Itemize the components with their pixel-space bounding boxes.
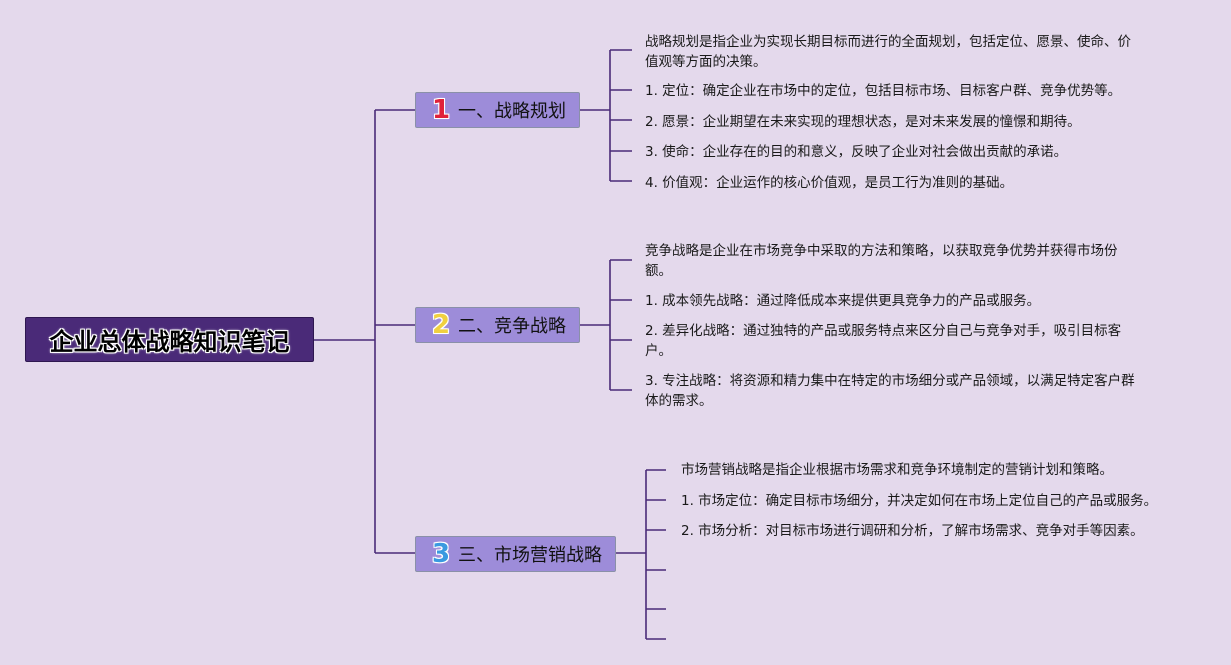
leaf-competitive-overview[interactable]: 竞争战略是企业在市场竞争中采取的方法和策略，以获取竞争优势并获得市场份额。 bbox=[645, 241, 1140, 281]
leaf-differentiation[interactable]: 2. 差异化战略：通过独特的产品或服务特点来区分自己与竞争对手，吸引目标客户。 bbox=[645, 321, 1140, 361]
leaf-strategy-overview[interactable]: 战略规划是指企业为实现长期目标而进行的全面规划，包括定位、愿景、使命、价值观等方… bbox=[645, 32, 1135, 72]
root-title: 企业总体战略知识笔记 bbox=[49, 328, 290, 356]
leaf-text: 4. 价值观：企业运作的核心价值观，是员工行为准则的基础。 bbox=[645, 175, 1014, 191]
leaf-positioning[interactable]: 1. 定位：确定企业在市场中的定位，包括目标市场、目标客户群、竞争优势等。 bbox=[645, 81, 1145, 101]
branch-label: 三、市场营销战略 bbox=[458, 545, 602, 566]
leaf-text: 2. 差异化战略：通过独特的产品或服务特点来区分自己与竞争对手，吸引目标客户。 bbox=[645, 323, 1122, 359]
branch-label: 一、战略规划 bbox=[458, 101, 566, 122]
branch-competitive-strategy[interactable]: 2 二、竞争战略 bbox=[415, 307, 580, 343]
leaf-text: 1. 市场定位：确定目标市场细分，并决定如何在市场上定位自己的产品或服务。 bbox=[681, 493, 1158, 509]
leaf-cost-leadership[interactable]: 1. 成本领先战略：通过降低成本来提供更具竞争力的产品或服务。 bbox=[645, 291, 1145, 311]
root-topic[interactable]: 企业总体战略知识笔记 bbox=[25, 317, 314, 362]
leaf-text: 市场营销战略是指企业根据市场需求和竞争环境制定的营销计划和策略。 bbox=[681, 462, 1113, 478]
leaf-text: 1. 定位：确定企业在市场中的定位，包括目标市场、目标客户群、竞争优势等。 bbox=[645, 83, 1122, 99]
leaf-values[interactable]: 4. 价值观：企业运作的核心价值观，是员工行为准则的基础。 bbox=[645, 173, 1145, 193]
leaf-market-positioning[interactable]: 1. 市场定位：确定目标市场细分，并决定如何在市场上定位自己的产品或服务。 bbox=[681, 491, 1221, 511]
leaf-text: 竞争战略是企业在市场竞争中采取的方法和策略，以获取竞争优势并获得市场份额。 bbox=[645, 243, 1118, 279]
branch-strategy-planning[interactable]: 1 一、战略规划 bbox=[415, 92, 580, 128]
branch-label: 二、竞争战略 bbox=[458, 316, 566, 337]
number-1-icon: 1 bbox=[431, 95, 451, 125]
leaf-text: 1. 成本领先战略：通过降低成本来提供更具竞争力的产品或服务。 bbox=[645, 293, 1041, 309]
number-3-icon: 3 bbox=[431, 539, 451, 569]
leaf-text: 2. 愿景：企业期望在未来实现的理想状态，是对未来发展的憧憬和期待。 bbox=[645, 114, 1081, 130]
leaf-text: 2. 市场分析：对目标市场进行调研和分析，了解市场需求、竞争对手等因素。 bbox=[681, 523, 1144, 539]
leaf-focus[interactable]: 3. 专注战略：将资源和精力集中在特定的市场细分或产品领域，以满足特定客户群体的… bbox=[645, 371, 1140, 411]
leaf-marketing-overview[interactable]: 市场营销战略是指企业根据市场需求和竞争环境制定的营销计划和策略。 bbox=[681, 460, 1221, 480]
leaf-mission[interactable]: 3. 使命：企业存在的目的和意义，反映了企业对社会做出贡献的承诺。 bbox=[645, 142, 1145, 162]
leaf-vision[interactable]: 2. 愿景：企业期望在未来实现的理想状态，是对未来发展的憧憬和期待。 bbox=[645, 112, 1145, 132]
leaf-text: 3. 使命：企业存在的目的和意义，反映了企业对社会做出贡献的承诺。 bbox=[645, 144, 1068, 160]
number-2-icon: 2 bbox=[431, 310, 451, 340]
branch-marketing-strategy[interactable]: 3 三、市场营销战略 bbox=[415, 536, 616, 572]
leaf-text: 战略规划是指企业为实现长期目标而进行的全面规划，包括定位、愿景、使命、价值观等方… bbox=[645, 34, 1131, 70]
leaf-market-analysis[interactable]: 2. 市场分析：对目标市场进行调研和分析，了解市场需求、竞争对手等因素。 bbox=[681, 521, 1221, 541]
leaf-text: 3. 专注战略：将资源和精力集中在特定的市场细分或产品领域，以满足特定客户群体的… bbox=[645, 373, 1135, 409]
